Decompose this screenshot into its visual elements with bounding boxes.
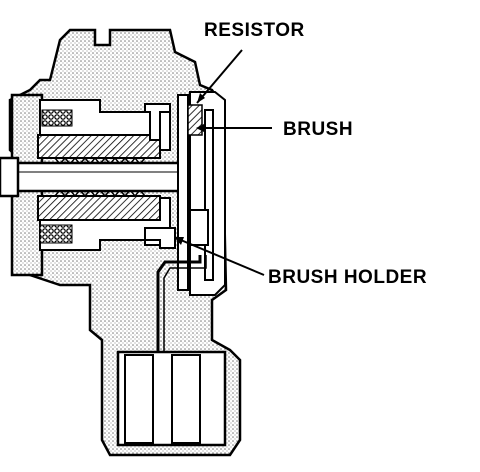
upper-sleeve	[37, 134, 161, 159]
upper-spring	[41, 109, 73, 127]
resistor-leader	[196, 49, 243, 104]
upper-bracket	[144, 103, 171, 141]
brush-block	[187, 104, 203, 136]
resistor-label: RESISTOR	[204, 20, 305, 41]
brush-holder-part	[144, 227, 176, 249]
central-shaft	[3, 161, 187, 193]
pin-right	[171, 354, 201, 444]
lower-sleeve	[37, 195, 161, 221]
lower-spring	[39, 224, 73, 244]
rotor-plate	[177, 94, 189, 291]
brush-holder-leader	[175, 237, 265, 276]
resistor-strip	[204, 109, 214, 281]
pin-left	[124, 354, 154, 444]
brush-holder-label: BRUSH HOLDER	[268, 267, 428, 288]
brush-label: BRUSH	[283, 119, 354, 140]
shaft-tip	[0, 156, 20, 198]
connector-wire	[156, 255, 202, 440]
